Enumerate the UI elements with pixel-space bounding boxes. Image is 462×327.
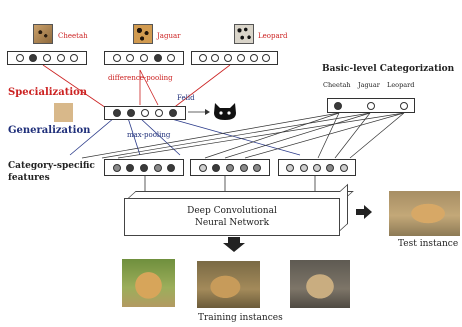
features-box-3 (278, 159, 356, 176)
node (286, 163, 295, 172)
test-instance-photo (389, 191, 460, 236)
leopard-fur-icon (234, 24, 254, 44)
cat-head-icon (214, 103, 236, 120)
cheetah-fur-icon (33, 24, 53, 44)
node (299, 163, 308, 172)
node (139, 163, 148, 172)
category-specific-line1: Category-specific (8, 161, 95, 171)
node (126, 163, 135, 172)
node (262, 54, 271, 62)
node (126, 54, 135, 62)
node (15, 54, 24, 62)
basic-label-leopard: Leopard (387, 81, 415, 89)
difference-pooling-label: difference-pooling (108, 74, 173, 82)
node (236, 54, 245, 62)
network-line1: Deep Convolutional (187, 206, 277, 216)
node (312, 163, 321, 172)
node (334, 101, 342, 110)
left-arrow-icon (356, 205, 372, 219)
node (127, 109, 135, 117)
node (153, 54, 162, 62)
node (169, 109, 177, 117)
basic-level-title: Basic-level Categorization (322, 64, 455, 74)
spec-label-jaguar: Jaguar (157, 32, 181, 40)
node (249, 54, 258, 62)
node (239, 163, 248, 172)
node (225, 163, 234, 172)
node (155, 109, 163, 117)
node (367, 101, 375, 110)
specialization-title: Specialization (8, 87, 88, 98)
node (253, 163, 262, 172)
network-block-side (340, 183, 348, 231)
node (139, 54, 148, 62)
basic-label-jaguar: Jaguar (358, 81, 380, 89)
node (29, 54, 38, 62)
node (113, 109, 121, 117)
spec-nodes-cheetah (7, 51, 87, 65)
node (198, 163, 207, 172)
node (112, 163, 121, 172)
node (56, 54, 65, 62)
basic-level-nodes (327, 98, 415, 113)
concept-square-icon (54, 103, 73, 122)
node (211, 54, 220, 62)
category-specific-title: Category-specific features (8, 160, 95, 184)
basic-label-cheetah: Cheetah (323, 81, 351, 89)
category-specific-line2: features (8, 173, 50, 183)
node (153, 163, 162, 172)
generalization-title: Generalization (8, 125, 91, 136)
node (326, 163, 335, 172)
jaguar-fur-icon (133, 24, 153, 44)
up-arrow-icon (223, 237, 245, 252)
training-photo-cheetah (122, 259, 175, 307)
node (167, 54, 176, 62)
training-instances-label: Training instances (198, 313, 283, 323)
node (339, 163, 348, 172)
features-box-2 (190, 159, 270, 176)
node (42, 54, 51, 62)
spec-label-cheetah: Cheetah (58, 32, 88, 40)
node (400, 101, 408, 110)
network-line2: Neural Network (194, 218, 270, 228)
features-box-1 (104, 159, 184, 176)
node (167, 163, 176, 172)
generalization-nodes (104, 106, 186, 120)
training-photo-jaguar (197, 261, 260, 308)
node (70, 54, 79, 62)
training-photo-leopard (290, 260, 350, 308)
test-instance-label: Test instance (398, 239, 459, 249)
node (112, 54, 121, 62)
node (198, 54, 207, 62)
deep-cnn-block: Deep Convolutional Neural Network (124, 198, 340, 236)
spec-nodes-leopard (191, 51, 278, 65)
spec-label-leopard: Leopard (258, 32, 288, 40)
max-pooling-label: max-pooling (127, 131, 171, 139)
spec-nodes-jaguar (104, 51, 184, 65)
network-block-top (128, 191, 354, 198)
node (212, 163, 221, 172)
felid-label: Felid (177, 94, 195, 102)
node (141, 109, 149, 117)
node (224, 54, 233, 62)
